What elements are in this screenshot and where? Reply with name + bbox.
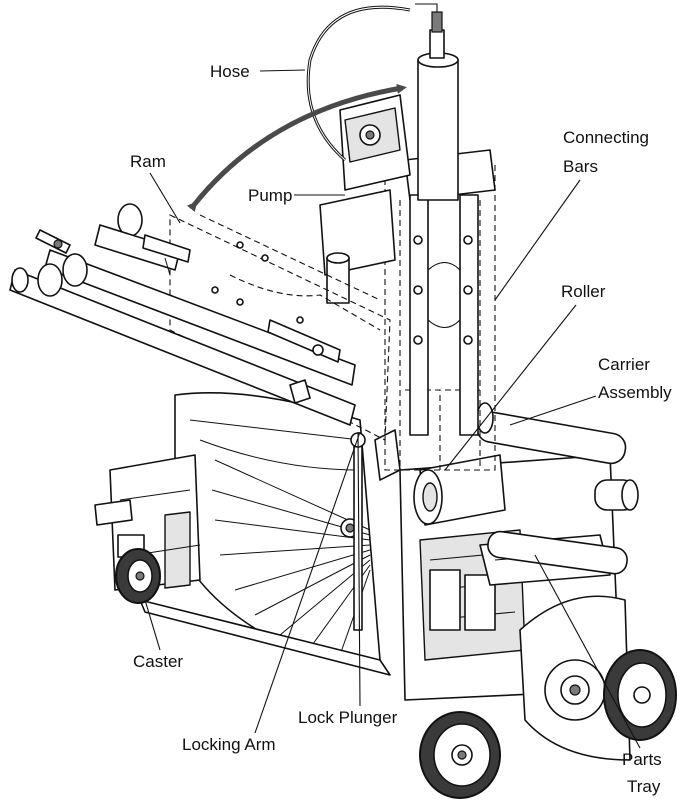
swing-arrow (186, 83, 407, 213)
label-lock-plunger: Lock Plunger (298, 708, 398, 727)
label-carrier-assembly-line1: Carrier (598, 355, 650, 374)
leader-ram (149, 172, 181, 224)
hydraulic-cylinder (415, 3, 459, 201)
label-parts-tray-line1: Parts (622, 750, 662, 769)
pump-body (319, 94, 411, 304)
ram-assembly (9, 203, 391, 441)
label-pump: Pump (248, 186, 292, 205)
leader-roller (444, 304, 577, 471)
label-connecting-bars-line2: Bars (563, 157, 598, 176)
label-caster: Caster (133, 652, 183, 671)
caster-wheel (115, 534, 161, 604)
label-ram: Ram (130, 152, 166, 171)
carrier-rods (476, 402, 639, 575)
label-carrier-assembly-line2: Assembly (598, 383, 672, 402)
leader-connecting-bars (494, 179, 581, 301)
machine-illustration (9, 3, 677, 799)
leader-parts-tray (534, 554, 641, 749)
right-hub (519, 595, 631, 761)
label-parts-tray-line2: Tray (627, 777, 661, 796)
label-hose: Hose (210, 62, 250, 81)
leader-locking-arm (254, 431, 361, 734)
leader-hose (259, 69, 306, 72)
label-locking-arm: Locking Arm (182, 735, 276, 754)
label-roller: Roller (561, 282, 606, 301)
leader-caster (144, 599, 161, 651)
roller (413, 454, 506, 526)
leader-carrier-assembly (509, 395, 597, 426)
callouts: Hose Ram Pump Connecting Bars Roller Car… (130, 62, 672, 796)
front-wheel-left (419, 711, 501, 799)
rear-wheel-right (603, 649, 677, 741)
label-connecting-bars-line1: Connecting (563, 128, 649, 147)
connecting-bars (384, 149, 496, 471)
leader-lock-plunger (357, 431, 361, 707)
chassis-frame (94, 454, 391, 676)
